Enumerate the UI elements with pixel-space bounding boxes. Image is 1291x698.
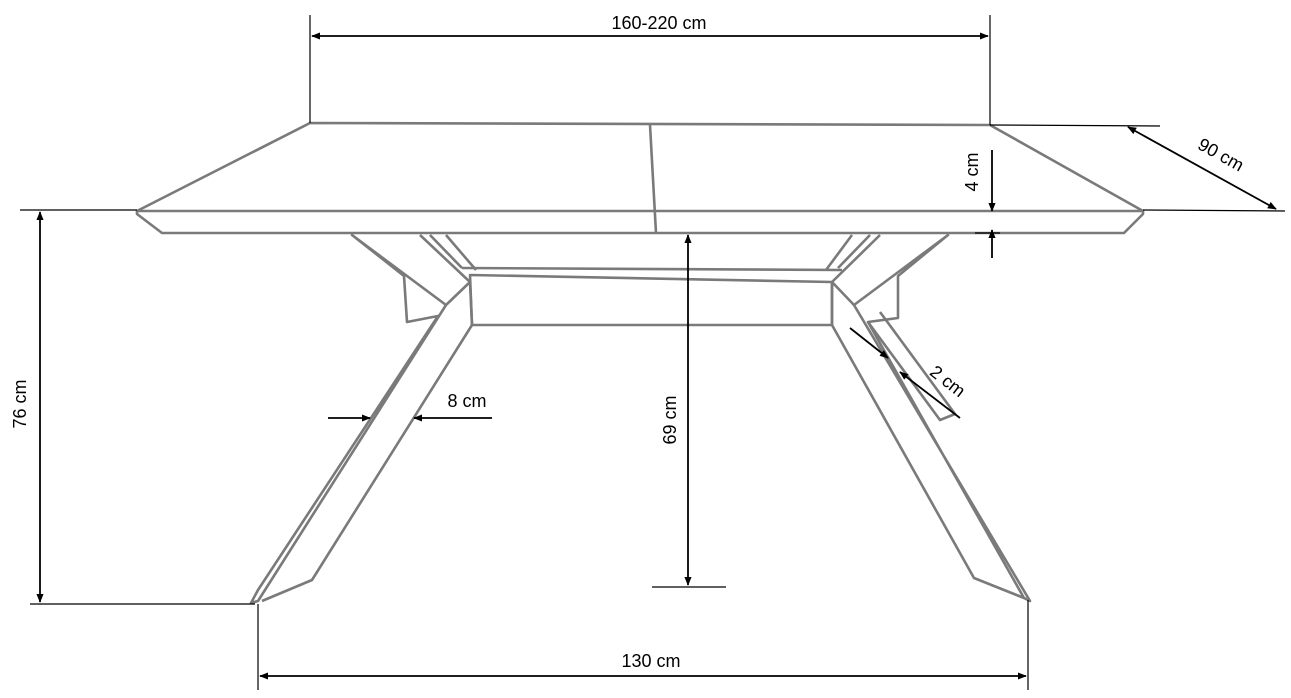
- left-leg-brace: [429, 234, 477, 271]
- height-label: 76 cm: [10, 379, 30, 428]
- clearance-label: 69 cm: [660, 395, 680, 444]
- leg-thickness-lower-line: [899, 371, 961, 419]
- apron-top-rail: [461, 266, 843, 272]
- left-leg-inner: [261, 234, 474, 603]
- apron-frame: [468, 273, 834, 327]
- length-label: 160-220 cm: [611, 13, 706, 33]
- leg-thickness-upper-line: [849, 327, 889, 359]
- top-thickness-label: 4 cm: [962, 152, 982, 191]
- right-leg-inner: [830, 234, 1025, 600]
- depth-dimension-line: [1127, 126, 1277, 210]
- right-leg-brace: [824, 234, 871, 271]
- table-top-edge: [135, 211, 1145, 235]
- dimension-labels: 160-220 cm 90 cm 4 cm 76 cm 69 cm 8 cm 2…: [10, 13, 1247, 671]
- left-front-leg: [249, 233, 448, 605]
- extension-lines: [20, 15, 1286, 690]
- dimension-lines: [36, 32, 1277, 680]
- leg-thickness-label: 2 cm: [926, 361, 969, 401]
- leg-width-label: 8 cm: [447, 391, 486, 411]
- leg-span-label: 130 cm: [621, 651, 680, 671]
- table-top-split-line: [648, 124, 658, 234]
- right-back-leg: [866, 311, 957, 422]
